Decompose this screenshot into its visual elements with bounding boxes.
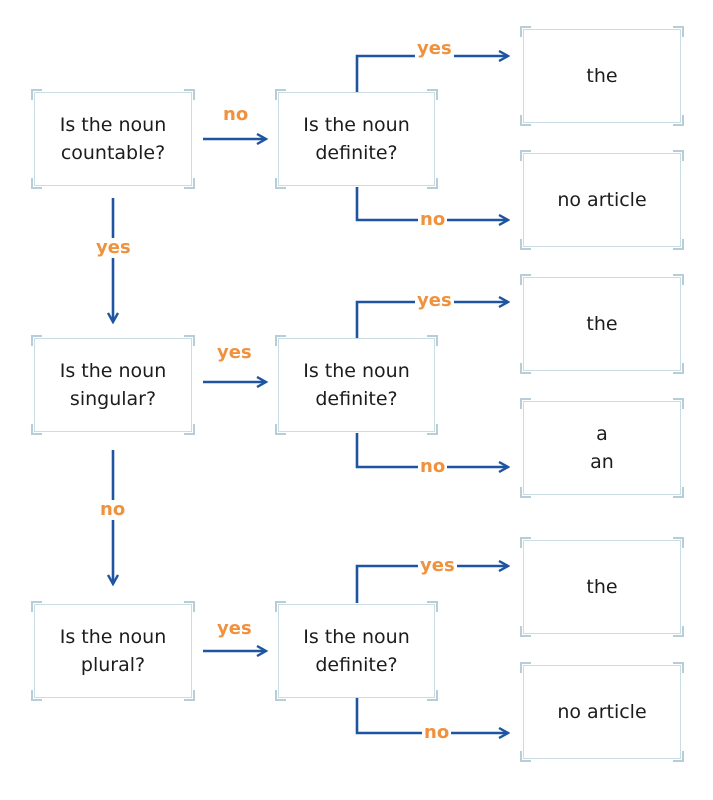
question-countable: Is the noun countable?	[31, 89, 195, 189]
arrow-def3-yes	[355, 566, 508, 603]
label-countable-no: no	[221, 104, 251, 125]
question-text: Is the noun	[303, 114, 410, 136]
answer-text: the	[586, 65, 618, 87]
question-text: countable?	[60, 142, 166, 164]
arrow-def1-no	[355, 187, 508, 220]
arrow-def1-yes	[355, 56, 508, 92]
answer-text: no article	[557, 189, 647, 211]
question-singular: Is the noun singular?	[31, 335, 195, 435]
answer-text: an	[590, 451, 614, 473]
answer-the-2: the	[520, 274, 684, 374]
question-text: Is the noun	[303, 626, 410, 648]
label-def1-no: no	[418, 209, 448, 230]
question-text: Is the noun	[303, 360, 410, 382]
question-text: Is the noun	[59, 626, 167, 648]
label-plural-yes: yes	[215, 618, 254, 639]
question-text: singular?	[69, 388, 157, 410]
label-singular-yes: yes	[215, 342, 254, 363]
arrow-def2-yes	[355, 302, 508, 338]
arrow-def2-no	[355, 433, 508, 467]
question-definite-1: Is the noun definite?	[275, 89, 438, 189]
label-def2-yes: yes	[415, 290, 454, 311]
question-text: definite?	[315, 654, 398, 676]
answer-text: no article	[557, 701, 647, 723]
label-countable-yes: yes	[94, 237, 133, 258]
question-text: definite?	[315, 388, 398, 410]
label-def3-yes: yes	[418, 555, 457, 576]
label-def3-no: no	[422, 722, 452, 743]
answer-text: the	[586, 313, 618, 335]
label-singular-no: no	[98, 499, 128, 520]
answer-a-an: a an	[520, 398, 684, 498]
question-definite-2: Is the noun definite?	[275, 335, 438, 435]
answer-the-3: the	[520, 537, 684, 637]
label-def1-yes: yes	[415, 38, 454, 59]
question-plural: Is the noun plural?	[31, 601, 195, 701]
question-definite-3: Is the noun definite?	[275, 601, 438, 701]
answer-no-article-1: no article	[520, 150, 684, 250]
question-text: definite?	[315, 142, 398, 164]
question-text: plural?	[80, 654, 146, 676]
label-def2-no: no	[418, 456, 448, 477]
answer-the-1: the	[520, 26, 684, 126]
answer-text: a	[596, 423, 608, 445]
question-text: Is the noun	[59, 114, 167, 136]
question-text: Is the noun	[59, 360, 167, 382]
answer-no-article-2: no article	[520, 662, 684, 762]
answer-text: the	[586, 576, 618, 598]
arrow-def3-no	[355, 698, 508, 733]
